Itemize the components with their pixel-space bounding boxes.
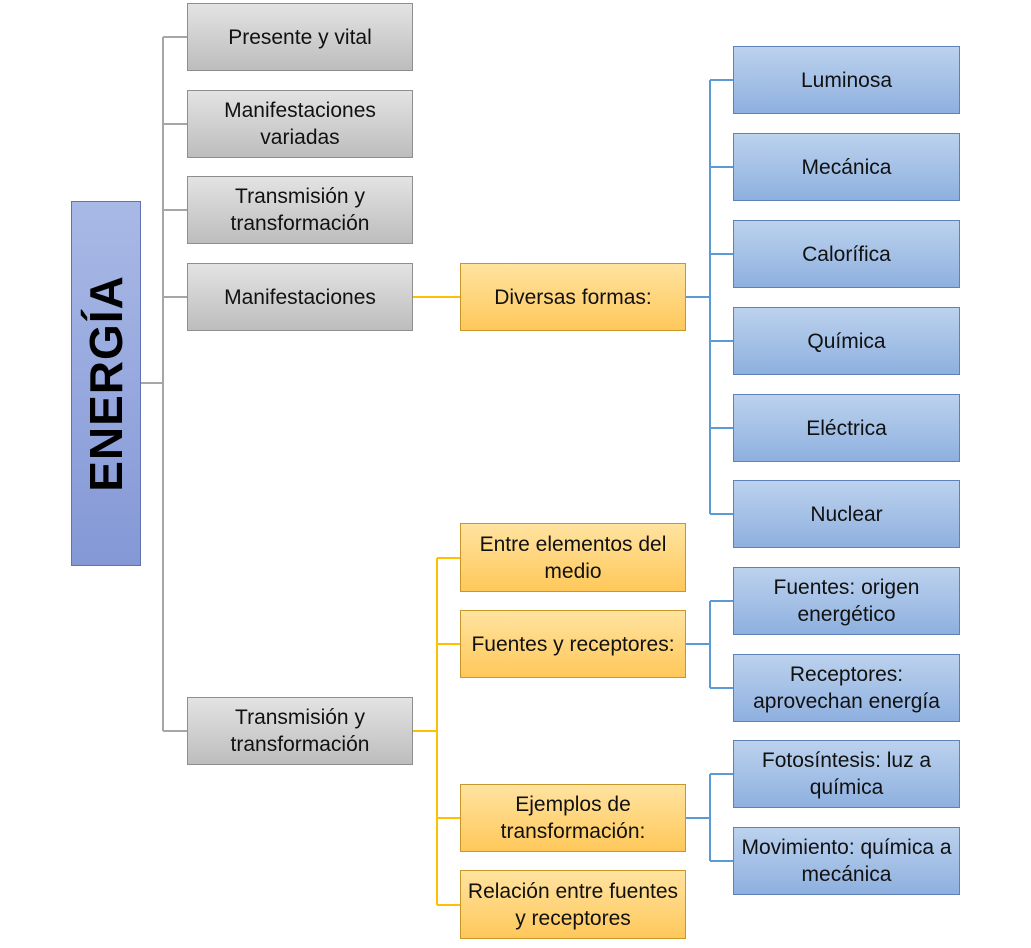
root-connectors bbox=[141, 36, 187, 732]
node-electrica: Eléctrica bbox=[733, 394, 960, 462]
level3-connectors bbox=[686, 79, 733, 862]
node-luminosa: Luminosa bbox=[733, 46, 960, 114]
node-manifestaciones: Manifestaciones bbox=[187, 263, 413, 331]
node-diversas-formas: Diversas formas: bbox=[460, 263, 686, 331]
node-movimiento: Movimiento: química a mecánica bbox=[733, 827, 960, 895]
level2-connectors bbox=[413, 296, 460, 906]
node-entre-elementos-del-medio: Entre elementos del medio bbox=[460, 523, 686, 592]
node-fuentes-origen: Fuentes: origen energético bbox=[733, 567, 960, 635]
node-receptores-aprovechan: Receptores: aprovechan energía bbox=[733, 654, 960, 722]
node-quimica: Química bbox=[733, 307, 960, 375]
node-calorifica: Calorífica bbox=[733, 220, 960, 288]
root-node-energia: ENERGÍA bbox=[71, 201, 141, 566]
node-nuclear: Nuclear bbox=[733, 480, 960, 548]
node-transmision-transformacion-2: Transmisión y transformación bbox=[187, 697, 413, 765]
node-fotosintesis: Fotosíntesis: luz a química bbox=[733, 740, 960, 808]
node-mecanica: Mecánica bbox=[733, 133, 960, 201]
node-manifestaciones-variadas: Manifestaciones variadas bbox=[187, 90, 413, 158]
root-label: ENERGÍA bbox=[79, 275, 132, 492]
node-relacion-fuentes-receptores: Relación entre fuentes y receptores bbox=[460, 870, 686, 939]
node-presente-y-vital: Presente y vital bbox=[187, 3, 413, 71]
node-transmision-transformacion-1: Transmisión y transformación bbox=[187, 176, 413, 244]
node-ejemplos-de-transformacion: Ejemplos de transformación: bbox=[460, 784, 686, 852]
node-fuentes-y-receptores: Fuentes y receptores: bbox=[460, 610, 686, 678]
